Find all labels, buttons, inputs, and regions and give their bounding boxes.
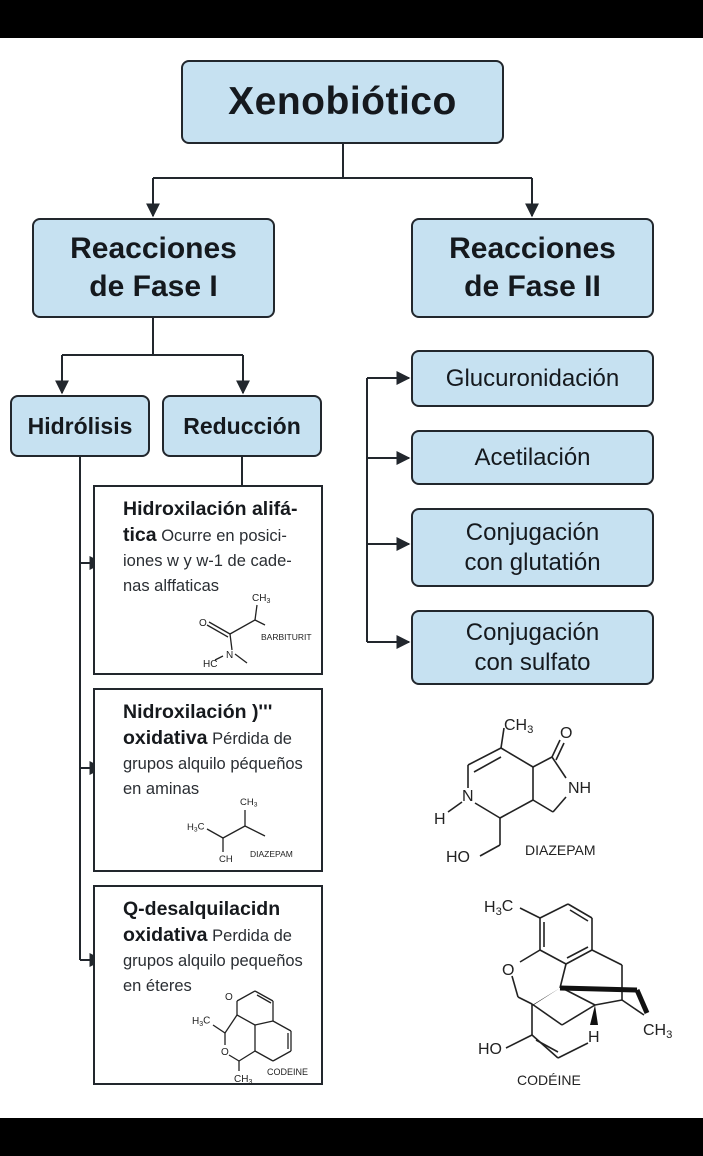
hidrolisis-node[interactable]: Hidrólisis [10,395,150,457]
structure-label: N [462,788,474,805]
phase1-label-line2: de Fase I [89,270,218,303]
reaction-title: Nidroxilación )''' [123,701,273,723]
diazepam-structure: CH3 O NH N H HO DIAZEPAM [434,717,596,866]
reaction-title-cont: oxidativa [123,727,208,749]
phase1-label-line1: Reacciones [70,232,237,265]
structure-name: CODEINE [267,1067,308,1077]
conjugacion-sulfato-node[interactable]: Conjugación con sulfato [411,610,654,685]
reaction-card-o-desalquilacion[interactable]: Q-desalquilacidn oxidativa Perdida de gr… [93,885,323,1086]
structure-label: CH3 [240,797,258,809]
structure-label: CH [219,854,233,865]
structure-name: CODÉINE [517,1072,581,1088]
phase2-label-line2: de Fase II [464,270,601,303]
hidrolisis-label: Hidrólisis [27,412,133,439]
glutation-label-line1: Conjugación [465,518,600,546]
reaction-card-n-desalquilacion[interactable]: Nidroxilación )''' oxidativa Pérdida de … [93,688,323,872]
phase2-node[interactable]: Reacciones de Fase II [411,218,654,318]
xenobiotico-node[interactable]: Xenobiótico [181,60,504,144]
top-black-bar [0,0,703,38]
structure-label: N [226,650,233,661]
structure-label: O [199,618,207,629]
structure-label: O [221,1047,229,1058]
reaction-title-cont: oxidativa [123,924,208,946]
sulfato-label-line1: Conjugación [465,618,600,646]
structure-label: H3C [192,1015,210,1028]
reaction-desc-cont: grupos alquilo pequeños [123,952,303,970]
reaction-desc-cont: iones w y w-1 de cade- [123,552,292,570]
barbiturate-structure: CH3 O HC N BARBITURIT [199,593,312,670]
reaction-card-text: Nidroxilación )''' oxidativa Pérdida de … [123,700,313,802]
structure-label: CH3 [504,717,533,736]
structure-label: HC [203,659,217,670]
reaction-desc-end: en aminas [123,780,200,798]
glutation-label-line2: con glutatión [464,548,601,576]
reaction-desc: Ocurre en posici- [156,527,287,545]
structure-label: CH3 [643,1022,672,1041]
phase2-label-line1: Reacciones [449,232,616,265]
reaction-title: Q-desalquilacidn [123,898,281,920]
conjugacion-glutation-node[interactable]: Conjugación con glutatión [411,508,654,587]
reaction-card-text: Q-desalquilacidn oxidativa Perdida de gr… [123,897,313,999]
structure-label: NH [568,780,591,797]
structure-label: H [588,1029,600,1046]
structure-label: CH3 [252,593,270,605]
acetilacion-node[interactable]: Acetilación [411,430,654,485]
structure-label: H3C [484,898,513,918]
structure-label: HO [478,1041,502,1058]
glucuronidacion-label: Glucuronidación [445,364,620,392]
reaction-desc: Pérdida de [207,730,292,748]
structure-label: CH3 [234,1074,252,1086]
reaction-card-hidroxilacion-alifatica[interactable]: Hidroxilación alifá- tica Ocurre en posi… [93,485,323,675]
structure-name: BARBITURIT [261,632,312,642]
root-to-phases-connector [153,144,532,179]
phase1-node[interactable]: Reacciones de Fase I [32,218,275,318]
sulfato-label-line2: con sulfato [474,648,591,676]
structure-label: O [225,992,233,1003]
glucuronidacion-node[interactable]: Glucuronidación [411,350,654,407]
structure-name: DIAZEPAM [525,842,596,858]
reaction-title-cont: tica [123,524,157,546]
acetilacion-label: Acetilación [474,443,591,471]
structure-label: HO [446,849,470,866]
reaction-desc: Perdida de [207,927,292,945]
reduccion-label: Reducción [183,412,301,439]
codeine-fragment-structure: O H3C O CH3 CODEINE [192,990,308,1086]
structure-label: O [502,962,514,979]
reaction-desc-cont: grupos alquilo péqueños [123,755,303,773]
structure-name: DIAZEPAM [250,849,293,859]
xenobiotico-label: Xenobiótico [228,80,457,123]
structure-label: O [560,725,572,742]
structure-label: H [434,811,446,828]
reaction-desc-end: nas alffaticas [123,577,220,595]
reduccion-node[interactable]: Reducción [162,395,322,457]
alkyl-structure: CH3 H3C CH DIAZEPAM [187,797,293,865]
codeine-structure: H3C O HO H CH3 CODÉINE [478,898,672,1088]
phase1-to-children-connector [62,318,243,356]
reaction-desc-end: en éteres [123,977,192,995]
bottom-black-bar [0,1118,703,1156]
reaction-title: Hidroxilación alifá- [123,498,298,520]
structure-label: H3C [187,821,205,833]
reaction-card-text: Hidroxilación alifá- tica Ocurre en posi… [123,497,313,599]
